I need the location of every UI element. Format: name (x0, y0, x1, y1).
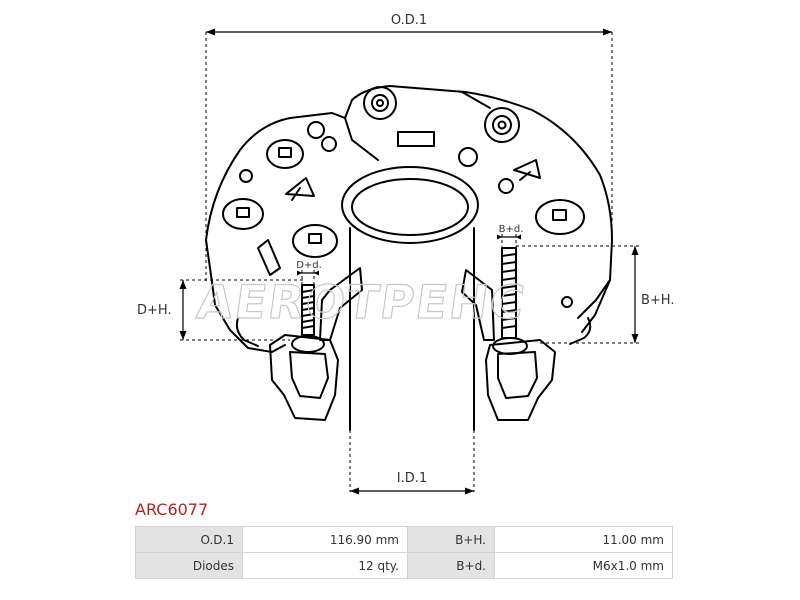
diode-mark-2 (236, 207, 250, 218)
watermark: AEROTPEHC (194, 275, 530, 329)
diode-pad-2 (222, 198, 264, 230)
right-terminal-block (485, 339, 556, 421)
right-lower-body (577, 279, 611, 319)
bh-label: B+H. (641, 293, 675, 308)
right-mount-ring-outer (484, 107, 520, 143)
right-mount-hole (497, 120, 507, 130)
bd-arrow-left (497, 234, 502, 240)
diode-pad-4 (535, 199, 585, 235)
dh-label: D+H. (137, 303, 172, 318)
bd-arrow-right (516, 234, 521, 240)
bh-arrow-bottom (631, 334, 639, 343)
id1-label: I.D.1 (397, 471, 427, 486)
spec-value: M6x1.0 mm (494, 552, 673, 579)
diode-pad-3 (292, 224, 338, 258)
dh-arrow-top (179, 280, 187, 289)
hole-2 (321, 136, 337, 152)
top-notch-right (461, 91, 491, 109)
diode-mark-4 (552, 209, 567, 221)
left-lower-body (211, 281, 286, 353)
arrow-mark-left (285, 177, 315, 201)
spec-label: Diodes (135, 552, 243, 579)
table-row: O.D.1 116.90 mm B+H. 11.00 mm (135, 526, 673, 553)
hole-1 (307, 121, 325, 139)
left-terminal-block (269, 334, 339, 421)
diode-mark-3 (308, 233, 322, 244)
od1-label: O.D.1 (391, 13, 427, 28)
hole-5 (498, 178, 514, 194)
spec-label: O.D.1 (135, 526, 243, 553)
diode-pad-1 (266, 139, 304, 169)
left-terminal-inner (289, 351, 329, 399)
right-tab (569, 317, 592, 345)
od1-arrow-right (603, 28, 612, 36)
hole-6 (561, 296, 573, 308)
left-bolt (301, 284, 315, 336)
spec-label: B+H. (407, 526, 495, 553)
right-terminal-inner (497, 351, 538, 399)
spec-label: B+d. (407, 552, 495, 579)
od1-arrow-left (206, 28, 215, 36)
dd-arrow-right (314, 270, 319, 276)
rectifier-drawing: AEROTPEHC O.D.1 I.D. (137, 13, 675, 495)
hole-4 (458, 147, 478, 167)
dd-arrow-left (297, 270, 302, 276)
spec-table: O.D.1 116.90 mm B+H. 11.00 mm Diodes 12 … (135, 526, 673, 579)
dh-arrow-bottom (179, 331, 187, 340)
right-bolt-nut (492, 337, 528, 355)
spec-value: 116.90 mm (242, 526, 408, 553)
table-row: Diodes 12 qty. B+d. M6x1.0 mm (135, 552, 673, 579)
bd-label: B+d. (499, 224, 524, 235)
left-tab (235, 317, 259, 347)
dd-label: D+d. (296, 260, 322, 271)
right-clip (461, 269, 495, 341)
id1-arrow-right (465, 487, 474, 495)
top-mount-ring-inner (371, 94, 389, 112)
top-mount-hole (376, 99, 384, 107)
spec-value: 11.00 mm (494, 526, 673, 553)
hole-3 (239, 169, 253, 183)
top-mount-ring-outer (363, 86, 397, 120)
top-notch (344, 117, 379, 161)
spec-value: 12 qty. (242, 552, 408, 579)
slot-left-tilted (257, 239, 281, 276)
tube-top-outer (341, 166, 479, 244)
bh-arrow-top (631, 246, 639, 255)
tube-top-inner (351, 178, 469, 236)
arrow-mark-right (513, 159, 541, 181)
rectifier-body-outline (205, 85, 613, 333)
left-clip (319, 267, 363, 341)
right-mount-ring-inner (492, 115, 512, 135)
diode-mark-1 (278, 147, 292, 158)
id1-arrow-left (350, 487, 359, 495)
part-code: ARC6077 (135, 500, 209, 519)
left-bolt-nut (291, 335, 325, 353)
slot-center (397, 131, 435, 147)
